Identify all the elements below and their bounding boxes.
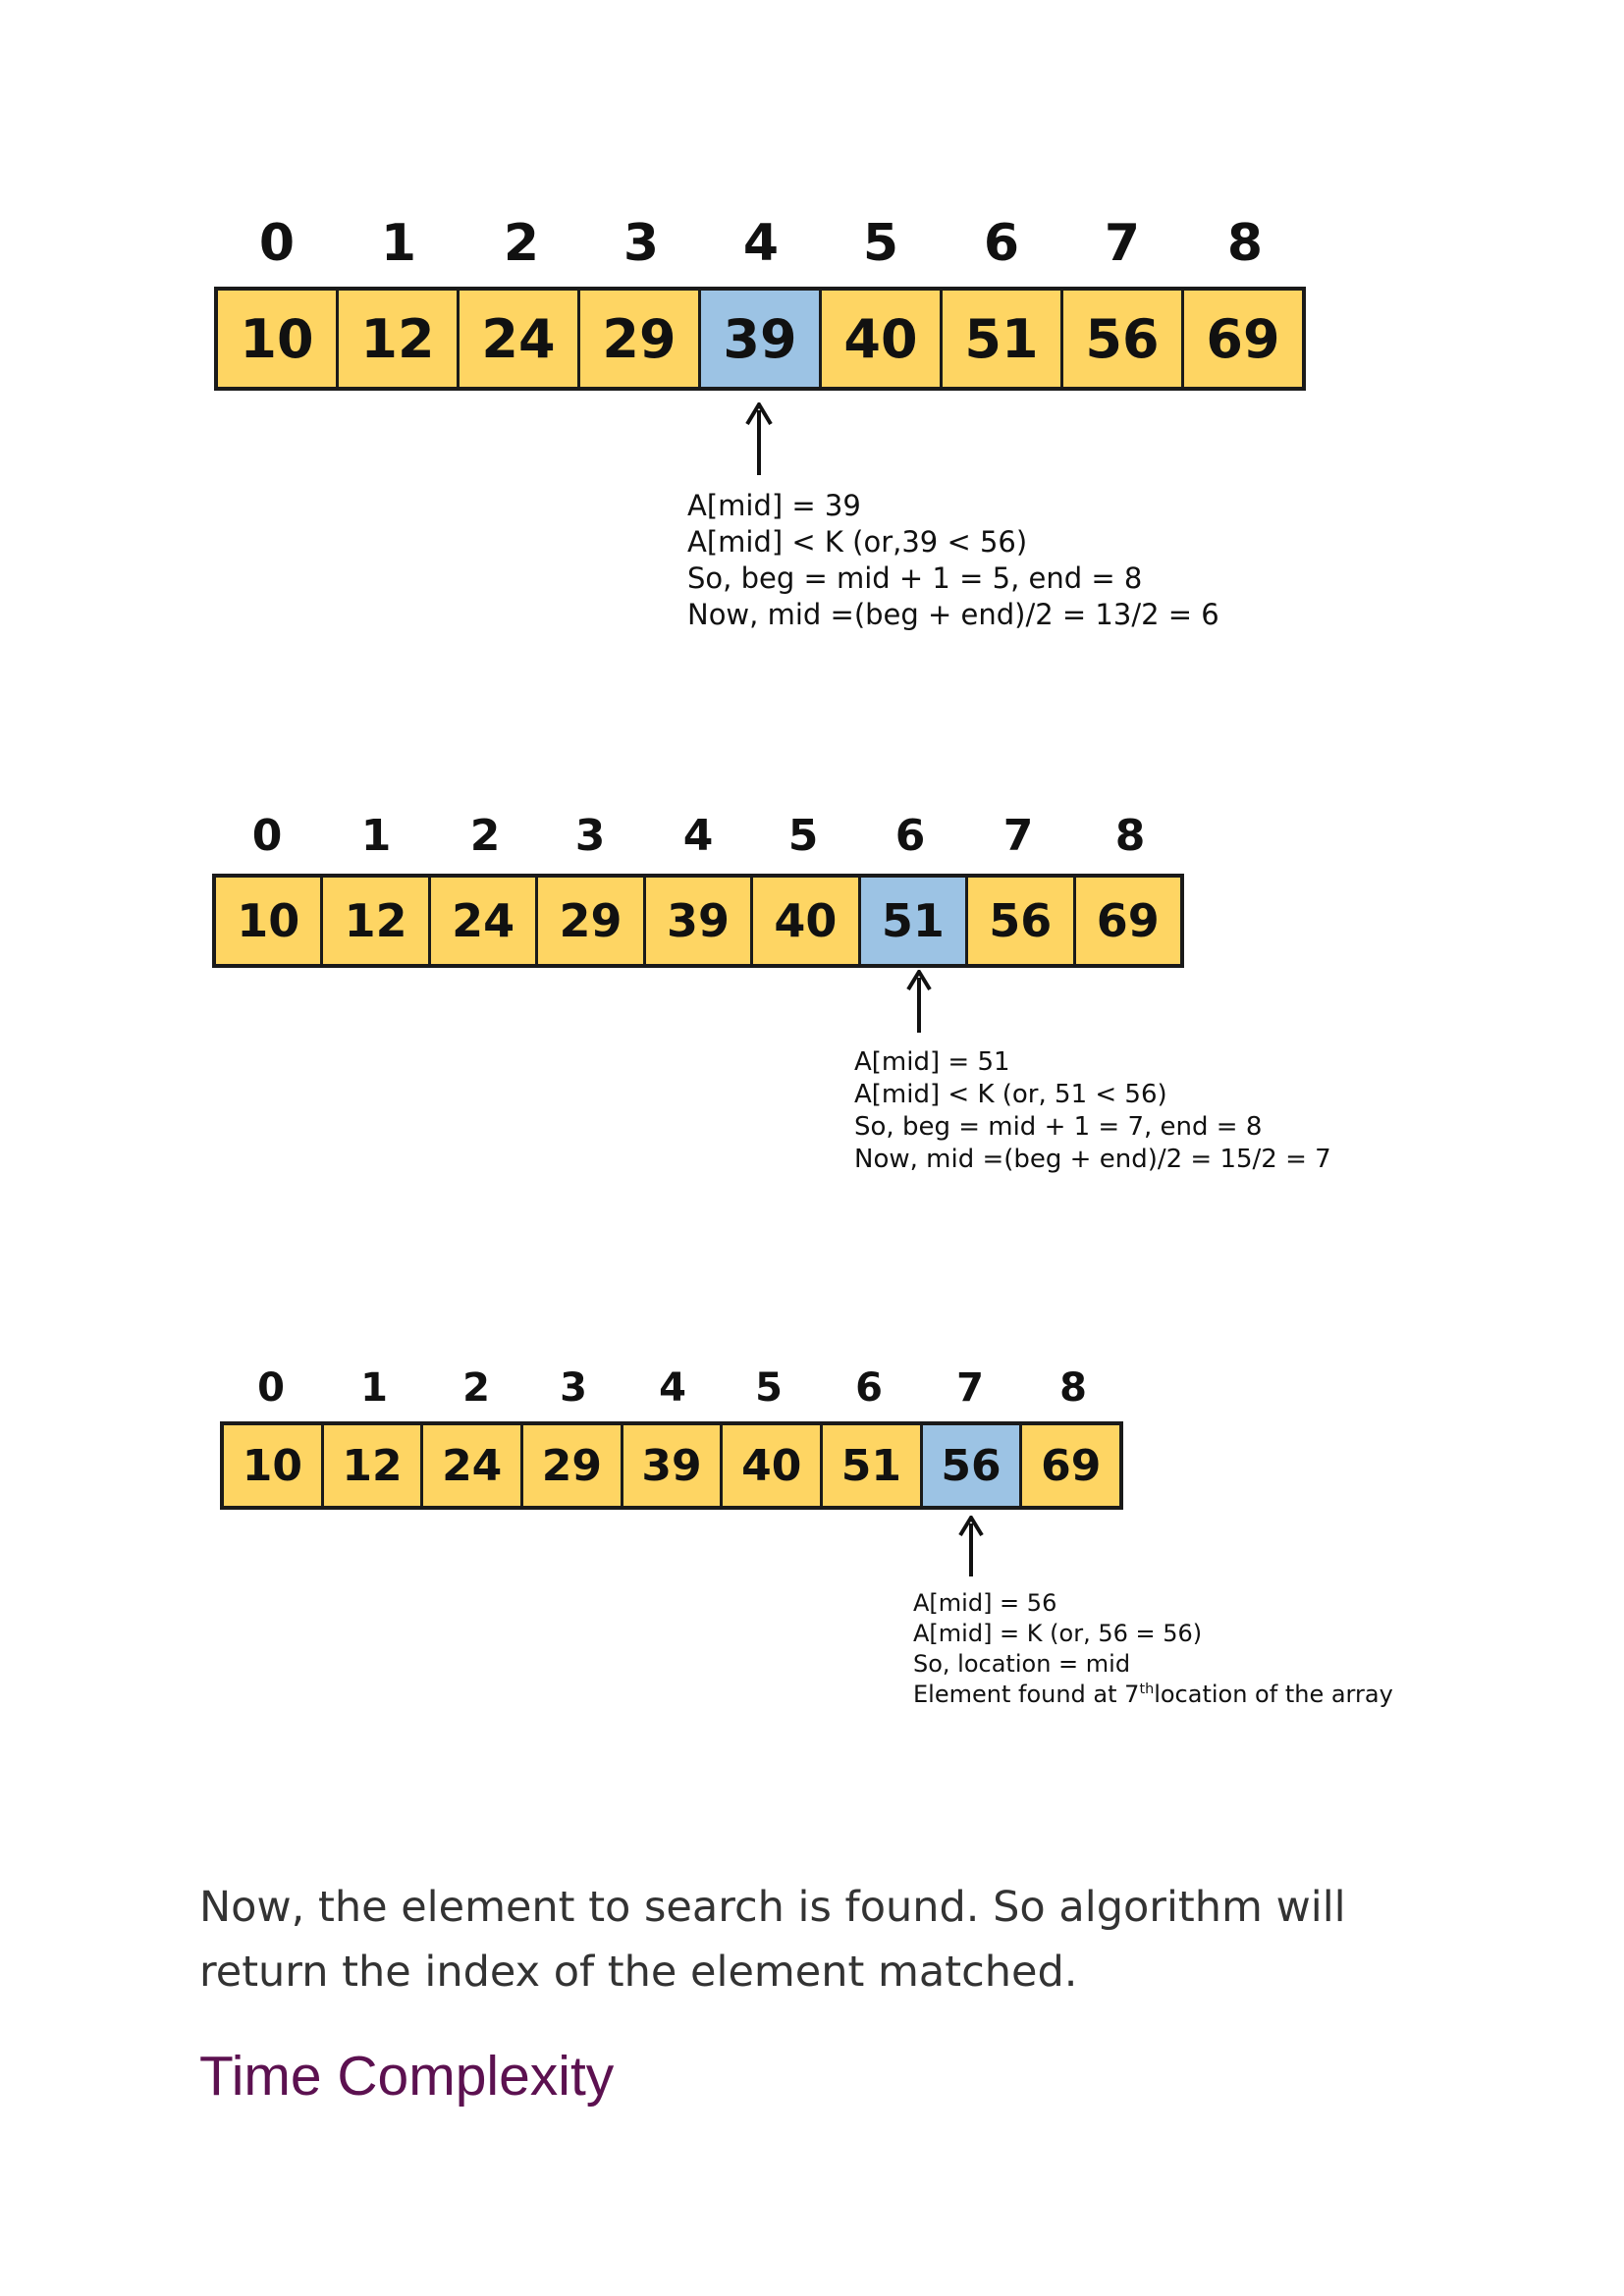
final-text-after: location of the array [1154,1681,1393,1708]
index-label: 5 [755,1365,783,1411]
note-line: Now, mid =(beg + end)/2 = 13/2 = 6 [687,598,1219,631]
array-cell: 29 [538,878,646,964]
array-row: 10 12 24 29 39 40 51 56 69 [212,874,1184,968]
index-label: 5 [787,811,819,861]
index-label: 4 [659,1365,686,1411]
up-arrow-icon [744,402,774,475]
index-label: 6 [855,1365,883,1411]
array-cell: 24 [430,878,539,964]
index-label: 3 [623,214,660,273]
note-line-final: Element found at 7thlocation of the arra… [913,1680,1393,1710]
array-cell: 10 [224,1425,324,1506]
section-heading: Time Complexity [199,2045,615,2108]
array-cell: 69 [1075,878,1180,964]
ordinal-suffix: th [1139,1682,1155,1697]
index-label: 8 [1114,811,1146,861]
index-label: 5 [862,214,899,273]
array-cell: 39 [645,878,754,964]
note-line: A[mid] < K (or,39 < 56) [687,525,1028,559]
note-line: A[mid] = 39 [687,489,861,522]
index-label: 2 [462,1365,490,1411]
index-label: 8 [1226,214,1264,273]
array-cell: 24 [423,1425,524,1506]
note-line: So, beg = mid + 1 = 5, end = 8 [687,561,1143,595]
array-cell: 12 [323,878,431,964]
index-label: 6 [894,811,926,861]
array-cell: 40 [723,1425,824,1506]
array-cell: 51 [823,1425,923,1506]
note-line: So, location = mid [913,1650,1131,1678]
array-cell: 29 [523,1425,623,1506]
array-cell: 56 [1063,291,1184,387]
array-cell-mid: 51 [860,878,969,964]
note-line: So, beg = mid + 1 = 7, end = 8 [854,1112,1263,1142]
array-cell: 10 [216,878,324,964]
array-cell: 12 [339,291,460,387]
array-cell: 24 [460,291,580,387]
index-label: 1 [380,214,417,273]
array-cell-mid: 39 [701,291,822,387]
body-paragraph: Now, the element to search is found. So … [199,1883,1346,1997]
array-row: 10 12 24 29 39 40 51 56 69 [220,1421,1123,1510]
index-label: 0 [258,214,296,273]
note-line: A[mid] = 51 [854,1047,1010,1077]
array-cell: 69 [1022,1425,1120,1506]
up-arrow-icon [958,1516,988,1576]
array-cell: 56 [968,878,1076,964]
array-cell: 12 [323,1425,424,1506]
index-label: 7 [1104,214,1141,273]
step-note: A[mid] = 39 A[mid] < K (or,39 < 56) So, … [687,488,1219,633]
index-label: 4 [742,214,780,273]
note-line: A[mid] = K (or, 56 = 56) [913,1620,1203,1647]
array-cell: 69 [1184,291,1302,387]
array-cell: 10 [218,291,339,387]
note-line: Now, mid =(beg + end)/2 = 15/2 = 7 [854,1145,1331,1174]
array-cell-mid: 56 [922,1425,1023,1506]
step-note: A[mid] = 51 A[mid] < K (or, 51 < 56) So,… [854,1046,1331,1176]
index-label: 0 [257,1365,285,1411]
index-label: 4 [682,811,714,861]
index-label: 3 [574,811,606,861]
index-label: 3 [560,1365,587,1411]
index-label: 1 [360,811,392,861]
index-label: 1 [360,1365,388,1411]
array-cell: 51 [943,291,1063,387]
index-label: 2 [503,214,540,273]
index-label: 6 [983,214,1020,273]
up-arrow-icon [906,970,936,1033]
index-label: 7 [956,1365,984,1411]
note-line: A[mid] = 56 [913,1589,1057,1617]
array-row: 10 12 24 29 39 40 51 56 69 [214,287,1306,391]
array-cell: 40 [753,878,861,964]
index-label: 0 [251,811,283,861]
note-line: A[mid] < K (or, 51 < 56) [854,1080,1167,1109]
step-note: A[mid] = 56 A[mid] = K (or, 56 = 56) So,… [913,1588,1393,1710]
index-label: 2 [469,811,501,861]
array-cell: 40 [822,291,943,387]
index-label: 8 [1059,1365,1087,1411]
index-label: 7 [1002,811,1034,861]
array-cell: 29 [580,291,701,387]
array-cell: 39 [623,1425,724,1506]
final-text-before: Element found at 7 [913,1681,1140,1708]
